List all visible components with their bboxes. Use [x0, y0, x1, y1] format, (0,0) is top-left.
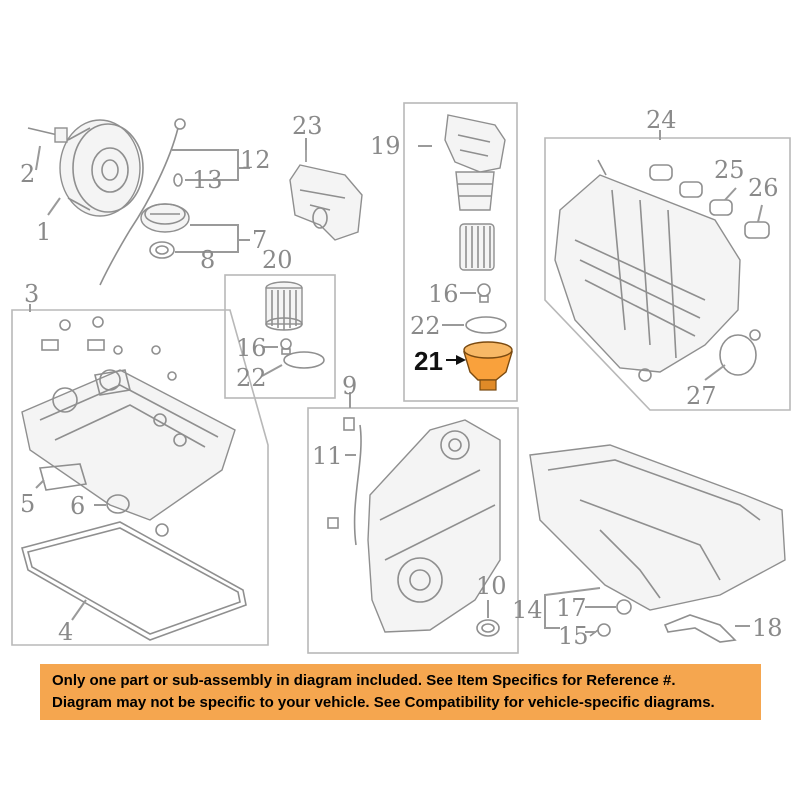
callout-13: 13 — [192, 166, 223, 194]
dipstick-part — [99, 118, 186, 286]
callout-1: 1 — [36, 218, 51, 246]
callout-23: 23 — [292, 112, 323, 140]
callout-11: 11 — [312, 442, 343, 470]
callout-27: 27 — [686, 382, 717, 410]
oil-filler-cap-part — [140, 203, 190, 233]
throttle-gasket-27-part — [719, 329, 761, 376]
notice-banner-bg — [40, 664, 761, 720]
oil-filter-cap-highlighted — [463, 341, 513, 391]
callout-6: 6 — [70, 492, 85, 520]
callout-25: 25 — [714, 156, 745, 184]
callout-9: 9 — [342, 372, 357, 400]
group-box-3 — [11, 309, 269, 646]
leader-lines — [29, 130, 763, 633]
callout-3: 3 — [24, 280, 39, 308]
callout-8: 8 — [200, 246, 215, 274]
callout-17: 17 — [556, 594, 587, 622]
valve-cover-part — [21, 316, 236, 537]
notice-banner: Only one part or sub-assembly in diagram… — [40, 664, 761, 720]
oring-22-upper-part — [465, 316, 507, 334]
timing-guide-11-part — [327, 417, 362, 546]
bracket-part — [289, 150, 363, 241]
callout-20: 20 — [262, 246, 293, 274]
crank-pulley-part — [59, 119, 144, 217]
callout-14: 14 — [512, 596, 543, 624]
notice-line-1: Only one part or sub-assembly in diagram… — [52, 672, 676, 689]
manifold-gaskets-25-part — [649, 164, 733, 216]
group-box-24 — [544, 137, 791, 411]
drain-plug-17-part — [616, 599, 632, 615]
manifold-gasket-26-part — [744, 221, 770, 239]
timing-cover-part — [367, 419, 501, 633]
oring-6-part — [106, 494, 130, 514]
oil-filter-element-part — [265, 281, 303, 331]
callout-10: 10 — [476, 572, 507, 600]
valve-cover-gasket-4-part — [21, 521, 247, 641]
callout-16-lower: 16 — [236, 334, 267, 362]
notice-line-2: Diagram may not be specific to your vehi… — [52, 694, 715, 711]
bolt-15-part — [589, 623, 611, 637]
callout-21-highlighted: 21 — [414, 346, 443, 376]
callout-16-upper: 16 — [428, 280, 459, 308]
group-box-9 — [307, 407, 519, 654]
callout-15: 15 — [558, 622, 589, 650]
group-box-20 — [224, 274, 336, 399]
crank-bolt-part — [27, 127, 68, 143]
oil-pan-part — [529, 444, 786, 611]
oring-16-upper-part — [477, 283, 491, 303]
callout-24: 24 — [646, 106, 677, 134]
crank-seal-10-part — [476, 619, 500, 637]
callout-5: 5 — [20, 490, 35, 518]
spark-plug-seal-5-part — [38, 463, 88, 491]
intake-manifold-part — [554, 159, 741, 382]
callout-12: 12 — [240, 146, 271, 174]
callout-19: 19 — [370, 132, 401, 160]
callout-7: 7 — [252, 226, 267, 254]
callout-18: 18 — [752, 614, 783, 642]
group-box-19 — [403, 102, 518, 402]
callout-21-arrow — [446, 355, 466, 365]
callout-4: 4 — [58, 618, 73, 646]
filler-cap-seal-part — [149, 241, 175, 259]
oil-level-sensor-18-part — [663, 614, 737, 643]
oil-filter-element-upper-part — [459, 223, 495, 271]
callout-2: 2 — [20, 160, 35, 188]
callout-22-upper: 22 — [410, 312, 441, 340]
oring-16-lower-part — [280, 338, 292, 355]
oil-filter-housing-part — [444, 114, 506, 211]
oring-22-lower-part — [283, 351, 325, 369]
callout-26: 26 — [748, 174, 779, 202]
callout-22-lower: 22 — [236, 364, 267, 392]
